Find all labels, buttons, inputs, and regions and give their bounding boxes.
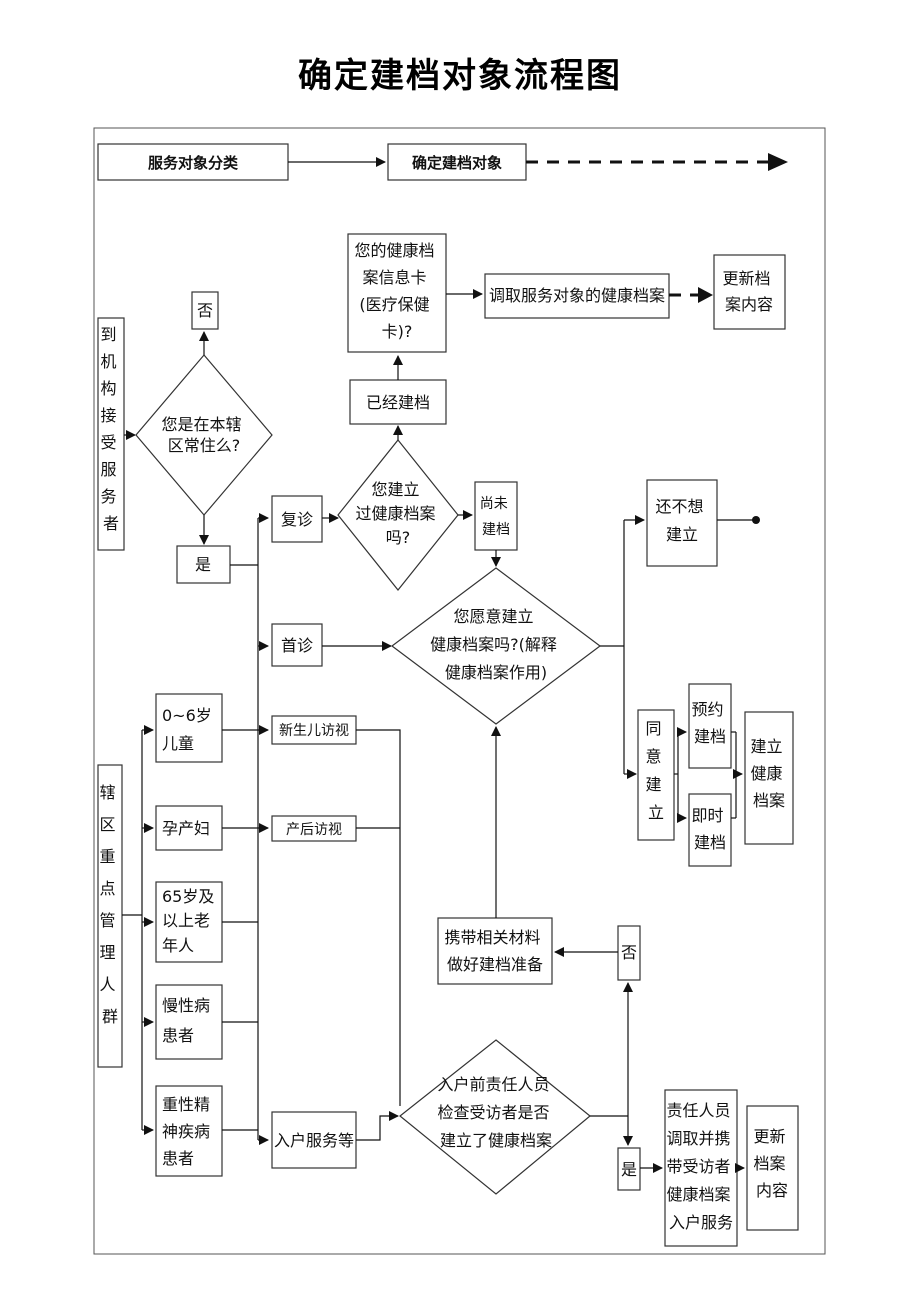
children-box: 0~6岁 儿童 (155, 693, 223, 763)
newborn-visit-box: 新生儿访视 (271, 715, 357, 745)
agree-text: 同 意 建 立 (645, 719, 666, 822)
legend-dashed-arrowhead (768, 153, 788, 171)
retrieve-record-box: 调取服务对象的健康档案 (484, 273, 670, 319)
pregnant-box: 孕产妇 (155, 805, 223, 851)
mental-text: 重性精 神疾病 患者 (162, 1095, 215, 1168)
first-visit-box: 首诊 (271, 623, 323, 667)
postpartum-visit-label: 产后访视 (286, 822, 342, 838)
build-record-text: 建立 健康 档案 (750, 737, 787, 810)
built-record-diamond: 您建立 过健康档案 吗? (337, 439, 459, 591)
home-check-diamond: 入户前责任人员 检查受访者是否 建立了健康档案 (399, 1039, 591, 1195)
not-yet-box: 还不想 建立 (646, 479, 718, 567)
key-groups-label: 辖 区 重 点 管 理 人 群 (99, 783, 120, 1026)
card-question-text: 您的健康档 案信息卡 (医疗保健 卡)? (354, 241, 439, 341)
update-record-bottom-text: 更新 档案 内容 (753, 1127, 790, 1200)
yes-bottom-box: 是 (617, 1147, 641, 1191)
mental-box: 重性精 神疾病 患者 (155, 1085, 223, 1177)
update-record-top-box: 更新档 案内容 (713, 254, 786, 330)
line-newborn-down (356, 729, 401, 1106)
walk-in-group-label: 到 机 构 接 受 服 务 者 (100, 325, 121, 533)
arrow-home-to-check (356, 1111, 399, 1141)
elderly-text: 65岁及 以上老 年人 (162, 887, 219, 955)
legend-determine-box: 确定建档对象 (387, 143, 527, 181)
chronic-box: 慢性病 患者 (155, 984, 223, 1060)
card-question-box: 您的健康档 案信息卡 (医疗保健 卡)? (347, 233, 447, 353)
key-groups-box: 辖 区 重 点 管 理 人 群 (97, 764, 123, 1068)
end-dot (752, 516, 760, 524)
resident-question-diamond: 您是在本辖 区常住么? (135, 354, 273, 516)
agree-box: 同 意 建 立 (637, 709, 675, 841)
not-yet-text: 还不想 建立 (655, 497, 708, 544)
yes-left-label: 是 (195, 555, 211, 574)
willing-question-diamond: 您愿意建立 健康档案吗?(解释 健康档案作用) (391, 567, 601, 725)
update-record-bottom-box: 更新 档案 内容 (746, 1105, 799, 1231)
legend-category-label: 服务对象分类 (148, 154, 239, 172)
willing-question-text: 您愿意建立 健康档案吗?(解释 健康档案作用) (430, 607, 562, 682)
dashed-arrowhead-update (698, 287, 713, 303)
resident-question-text: 您是在本辖 区常住么? (161, 415, 246, 455)
not-built-box: 尚未 建档 (474, 481, 518, 551)
retrieve-record-label: 调取服务对象的健康档案 (489, 286, 665, 305)
already-built-label: 已经建档 (366, 393, 430, 412)
elderly-box: 65岁及 以上老 年人 (155, 881, 223, 963)
bring-materials-box: 携带相关材料 做好建档准备 (437, 917, 553, 985)
no-bottom-box: 否 (617, 925, 641, 981)
home-service-box: 入户服务等 (271, 1111, 357, 1169)
outer-frame (93, 127, 826, 1255)
yes-bottom-label: 是 (621, 1160, 637, 1179)
immediate-text: 即时 建档 (691, 806, 728, 852)
children-text: 0~6岁 儿童 (162, 706, 217, 753)
home-check-text: 入户前责任人员 检查受访者是否 建立了健康档案 (437, 1075, 554, 1150)
newborn-visit-label: 新生儿访视 (279, 723, 349, 739)
revisit-box: 复诊 (271, 495, 323, 543)
staff-retrieve-box: 责任人员 调取并携 带受访者 健康档案 入户服务 (664, 1089, 738, 1247)
build-record-box: 建立 健康 档案 (744, 711, 794, 845)
immediate-box: 即时 建档 (688, 793, 732, 867)
walk-in-group-box: 到 机 构 接 受 服 务 者 (97, 317, 125, 551)
no-bottom-label: 否 (621, 943, 637, 962)
legend-determine-label: 确定建档对象 (412, 154, 502, 172)
home-service-label: 入户服务等 (274, 1131, 354, 1150)
appointment-box: 预约 建档 (688, 683, 732, 769)
not-built-text: 尚未 建档 (480, 496, 512, 538)
no-top-box: 否 (191, 291, 219, 330)
no-top-label: 否 (197, 301, 213, 320)
built-record-text: 您建立 过健康档案 吗? (355, 480, 440, 547)
pregnant-text: 孕产妇 (162, 819, 210, 838)
chronic-text: 慢性病 患者 (162, 996, 215, 1045)
first-visit-label: 首诊 (281, 636, 313, 655)
update-record-top-text: 更新档 案内容 (722, 269, 775, 314)
revisit-label: 复诊 (281, 510, 313, 529)
staff-retrieve-text: 责任人员 调取并携 带受访者 健康档案 入户服务 (666, 1101, 735, 1232)
legend-category-box: 服务对象分类 (97, 143, 289, 181)
already-built-box: 已经建档 (349, 379, 447, 425)
appointment-text: 预约 建档 (691, 700, 728, 746)
page-title: 确定建档对象流程图 (298, 56, 622, 96)
yes-left-box: 是 (176, 545, 231, 584)
postpartum-visit-box: 产后访视 (271, 815, 357, 842)
bring-materials-text: 携带相关材料 做好建档准备 (444, 928, 545, 974)
